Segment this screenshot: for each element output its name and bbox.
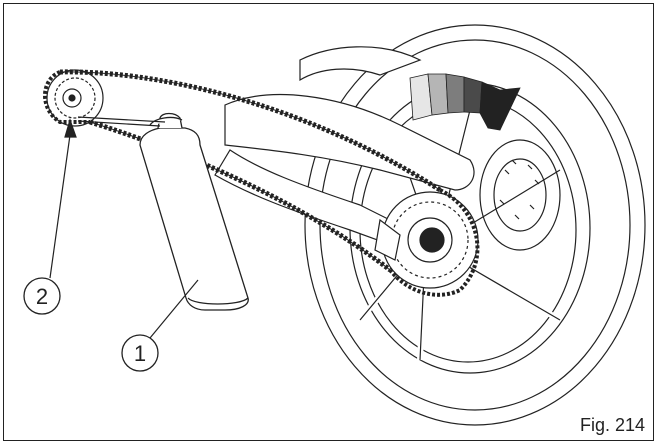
leader-lines [49,118,199,339]
rear-sprocket [374,191,479,289]
drive-chain [43,69,480,297]
callout-2-number: 2 [36,284,48,309]
spray-nozzle-tube [77,116,166,127]
tire-outer [304,24,646,426]
brake-disc [479,139,561,251]
callout-1: 1 [121,334,159,372]
chain-lube-spray-can [139,112,249,311]
front-sprocket [46,69,104,127]
callout-2: 2 [23,277,61,315]
rotation-arrow [409,73,521,131]
callout-1-number: 1 [134,341,146,366]
leader-arrowhead-2 [64,118,77,138]
figure-label: Fig. 214 [579,415,645,435]
